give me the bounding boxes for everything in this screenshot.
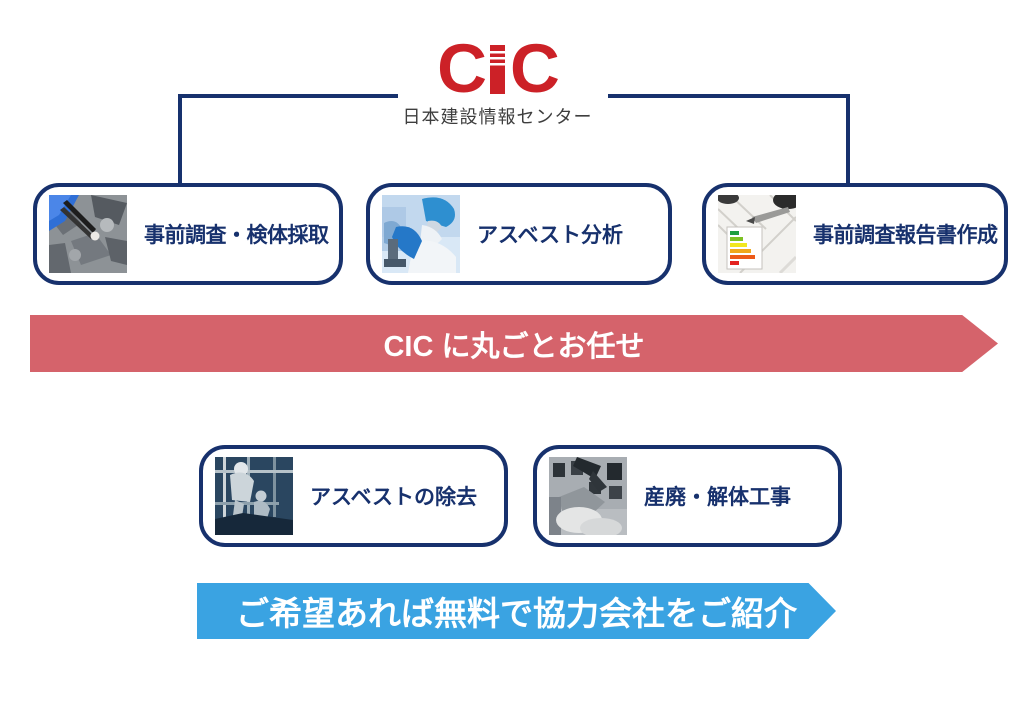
service-box-report: 事前調査報告書作成 — [702, 183, 1008, 285]
company-logo: C C 日本建設情報センター — [330, 30, 665, 129]
cic-service-banner-text: CIC に丸ごとお任せ — [383, 330, 645, 363]
service-box-analysis: アスベスト分析 — [366, 183, 672, 285]
connector-line-drop-left — [178, 94, 182, 187]
service-label-sampling: 事前調査・検体採取 — [144, 224, 329, 247]
logo-wordmark: C C — [330, 30, 665, 107]
cic-service-banner: CIC に丸ごとお任せ — [30, 315, 998, 372]
service-label-analysis: アスベスト分析 — [477, 224, 623, 247]
service-box-sampling: 事前調査・検体採取 — [33, 183, 343, 285]
asbestos-analysis-photo — [382, 195, 460, 273]
service-box-demolition: 産廃・解体工事 — [533, 445, 842, 547]
service-label-demolition: 産廃・解体工事 — [644, 486, 791, 509]
connector-line-top-left — [178, 94, 398, 98]
partner-referral-banner: ご希望あれば無料で協力会社をご紹介 — [197, 583, 836, 639]
survey-report-photo — [718, 195, 796, 273]
demolition-photo — [549, 457, 627, 535]
partner-referral-banner-text: ご希望あれば無料で協力会社をご紹介 — [236, 595, 797, 632]
logo-letter-c1: C — [437, 30, 487, 107]
connector-line-top-right — [608, 94, 850, 98]
connector-line-drop-right — [846, 94, 850, 187]
service-label-report: 事前調査報告書作成 — [813, 224, 998, 247]
asbestos-removal-photo — [215, 457, 293, 535]
logo-subtitle: 日本建設情報センター — [402, 107, 593, 127]
service-box-removal: アスベストの除去 — [199, 445, 508, 547]
service-label-removal: アスベストの除去 — [310, 486, 477, 509]
logo-striped-i-icon — [490, 45, 505, 94]
asbestos-sampling-photo — [49, 195, 127, 273]
logo-letter-c2: C — [510, 30, 560, 107]
